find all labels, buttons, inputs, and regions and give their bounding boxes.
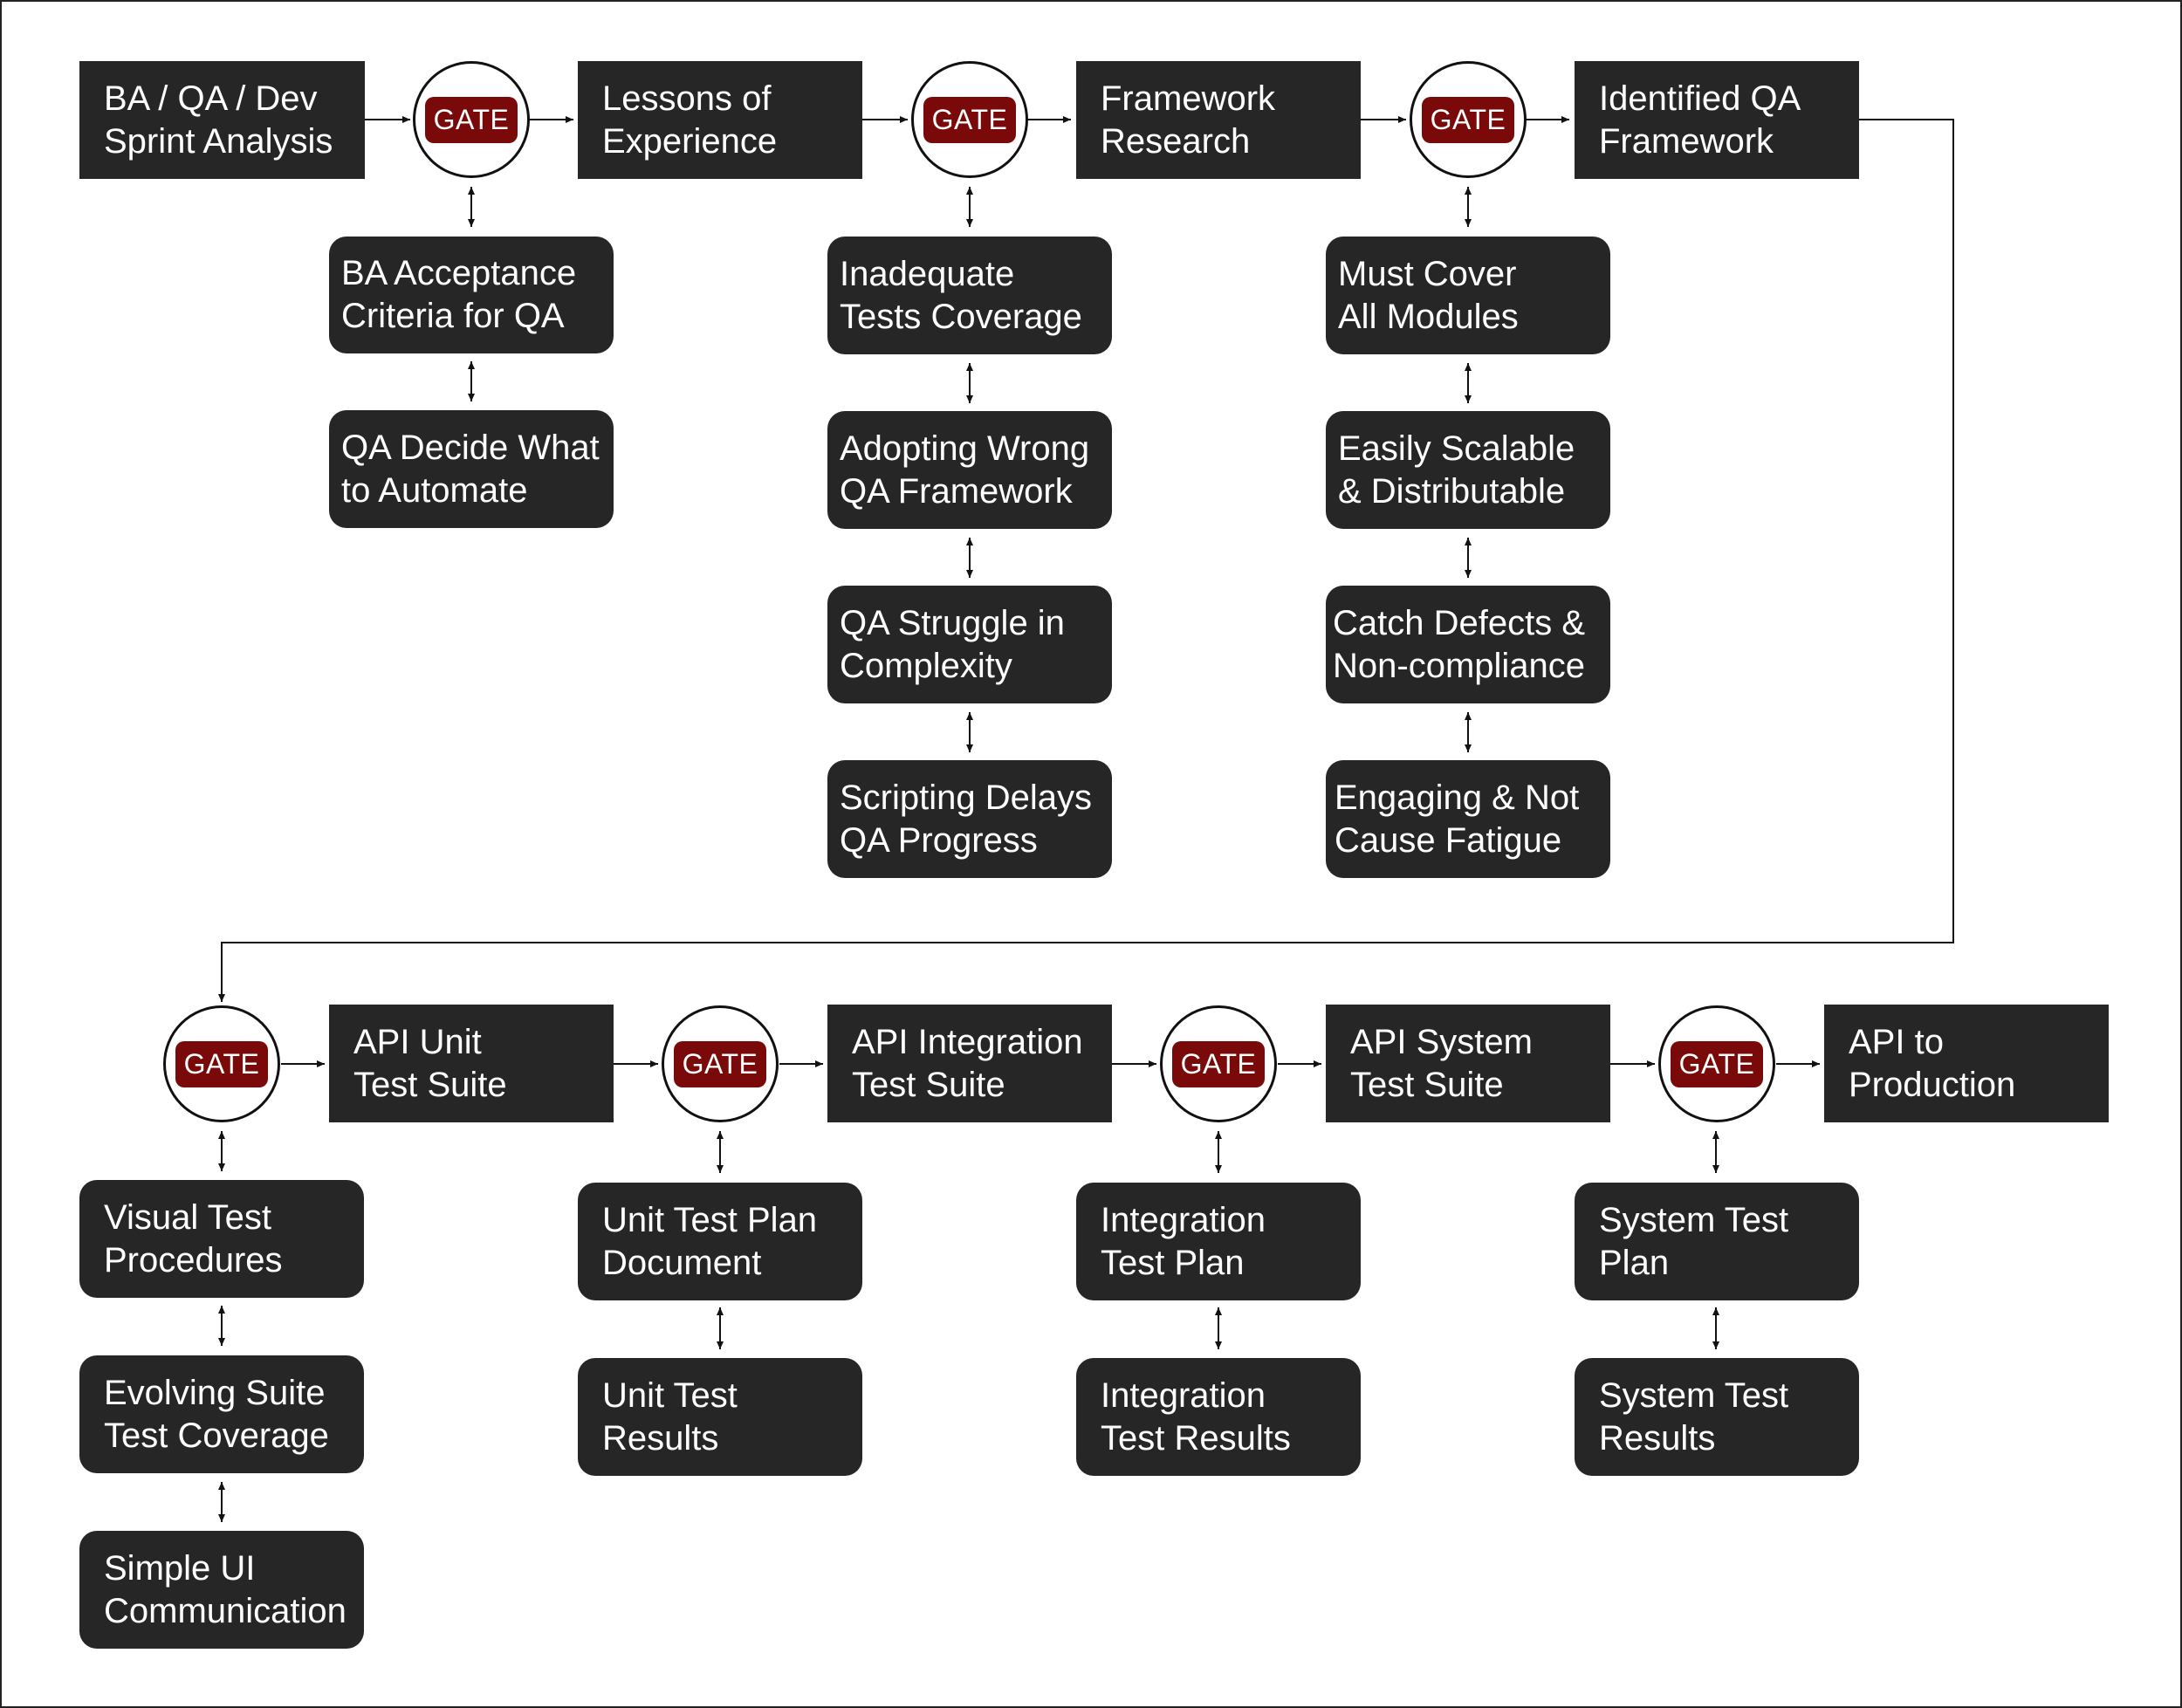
item-must-cover-all-modules: Must Cover All Modules: [1326, 237, 1610, 354]
gate-badge: GATE: [1421, 96, 1515, 143]
step-lessons-of-experience: Lessons of Experience: [578, 61, 862, 179]
item-ba-acceptance-criteria: BA Acceptance Criteria for QA: [329, 237, 614, 353]
item-easily-scalable: Easily Scalable & Distributable: [1326, 411, 1610, 529]
row-connector: [218, 119, 1954, 1002]
item-inadequate-tests-coverage: Inadequate Tests Coverage: [827, 237, 1112, 354]
step-sprint-analysis: BA / QA / Dev Sprint Analysis: [79, 61, 365, 179]
item-unit-test-results: Unit Test Results: [578, 1358, 862, 1476]
gate-node: GATE: [1658, 1005, 1775, 1122]
gate-node: GATE: [1160, 1005, 1277, 1122]
gate-node: GATE: [163, 1005, 280, 1122]
step-api-system-test-suite: API System Test Suite: [1326, 1005, 1610, 1122]
gate-badge: GATE: [923, 96, 1017, 143]
item-system-test-results: System Test Results: [1575, 1358, 1859, 1476]
gate-badge: GATE: [1670, 1040, 1764, 1087]
item-visual-test-procedures: Visual Test Procedures: [79, 1180, 364, 1298]
gate-badge: GATE: [424, 96, 518, 143]
item-catch-defects: Catch Defects & Non-compliance: [1326, 586, 1610, 703]
gate-node: GATE: [413, 61, 530, 178]
item-adopting-wrong-framework: Adopting Wrong QA Framework: [827, 411, 1112, 529]
item-engaging-not-fatigue: Engaging & Not Cause Fatigue: [1326, 760, 1610, 878]
step-api-integration-test-suite: API Integration Test Suite: [827, 1005, 1112, 1122]
item-unit-test-plan-document: Unit Test Plan Document: [578, 1183, 862, 1300]
item-evolving-suite-coverage: Evolving Suite Test Coverage: [79, 1355, 364, 1473]
step-api-unit-test-suite: API Unit Test Suite: [329, 1005, 614, 1122]
gate-badge: GATE: [673, 1040, 767, 1087]
step-identified-qa-framework: Identified QA Framework: [1575, 61, 1859, 179]
item-simple-ui-communication: Simple UI Communication: [79, 1531, 364, 1649]
gate-badge: GATE: [1171, 1040, 1266, 1087]
item-qa-struggle-complexity: QA Struggle in Complexity: [827, 586, 1112, 703]
step-api-to-production: API to Production: [1824, 1005, 2109, 1122]
gate-node: GATE: [662, 1005, 779, 1122]
gate-badge: GATE: [175, 1040, 269, 1087]
step-framework-research: Framework Research: [1076, 61, 1361, 179]
item-scripting-delays: Scripting Delays QA Progress: [827, 760, 1112, 878]
gate-node: GATE: [911, 61, 1028, 178]
gate-node: GATE: [1410, 61, 1527, 178]
item-qa-decide-what-to-automate: QA Decide What to Automate: [329, 410, 614, 528]
item-integration-test-plan: Integration Test Plan: [1076, 1183, 1361, 1300]
item-system-test-plan: System Test Plan: [1575, 1183, 1859, 1300]
item-integration-test-results: Integration Test Results: [1076, 1358, 1361, 1476]
